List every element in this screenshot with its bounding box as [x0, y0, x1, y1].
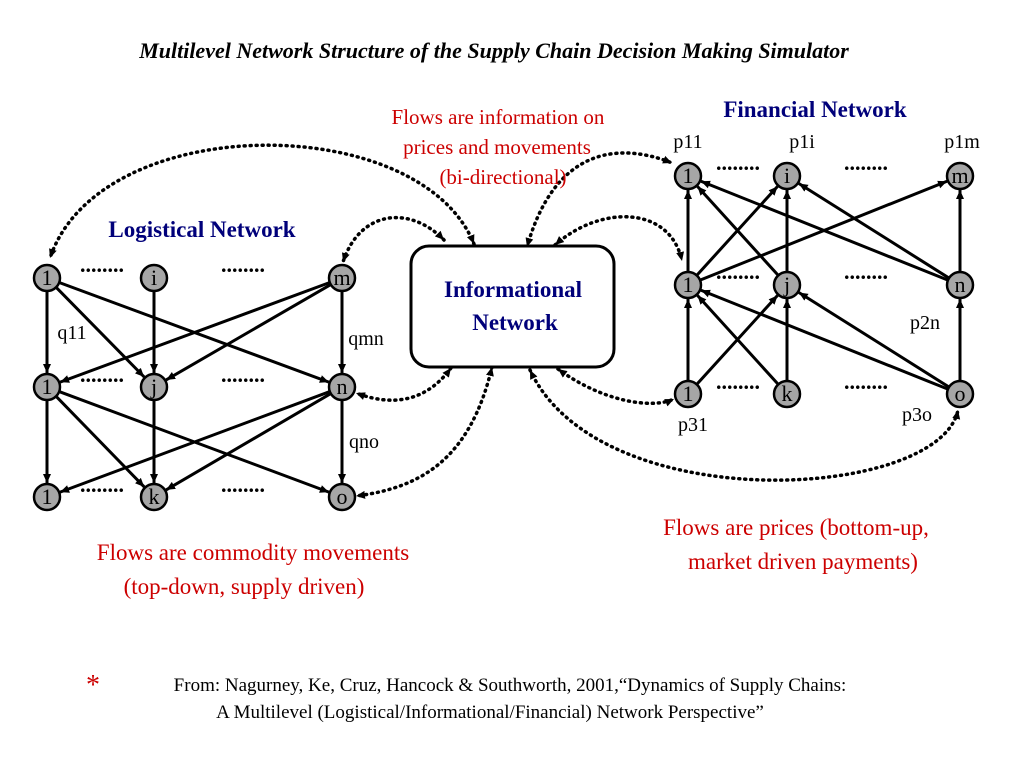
logistical-edge-tm-mj — [165, 283, 332, 382]
logistical-flow-note: (top-down, supply driven) — [124, 574, 365, 599]
logistical-node-label: i — [151, 265, 157, 290]
informational-flow-note: prices and movements — [403, 135, 591, 159]
logistical-edge-t1-mj — [55, 286, 146, 379]
financial-network-edges — [684, 179, 964, 391]
slide-title: Multilevel Network Structure of the Supp… — [138, 38, 849, 63]
financial-node-mn: n — [945, 270, 975, 300]
ellipsis-dots: ........ — [221, 252, 265, 277]
financial-flow-note: market driven payments) — [688, 549, 918, 574]
financial-node-m1: 1 — [673, 270, 703, 300]
diagram-labels: ........................................… — [57, 131, 980, 497]
financial-node-label: n — [955, 272, 966, 297]
financial-node-t1: 1 — [673, 161, 703, 191]
financial-edge-mn-ti — [798, 182, 950, 280]
ellipsis-dots: ........ — [844, 259, 888, 284]
informational-network-box: Informational Network — [409, 244, 616, 369]
financial-node-label: 1 — [683, 381, 694, 406]
logistical-network-edges — [43, 281, 346, 494]
financial-node-ti: i — [772, 161, 802, 191]
financial-node-mj: j — [772, 270, 802, 300]
ellipsis-dots: ........ — [716, 259, 760, 284]
info-link-financial-top — [525, 151, 674, 249]
price-label-p3o: p3o — [902, 404, 932, 426]
price-label-p2n: p2n — [910, 312, 940, 334]
citation-line: A Multilevel (Logistical/Informational/F… — [216, 702, 764, 723]
ellipsis-dots: ........ — [844, 150, 888, 175]
logistical-node-label: m — [333, 265, 350, 290]
financial-node-bo: o — [945, 379, 975, 409]
logistical-node-label: n — [337, 374, 348, 399]
logistical-node-mj: j — [139, 372, 169, 402]
financial-node-bk: k — [772, 379, 802, 409]
logistical-node-b1: 1 — [32, 482, 62, 512]
logistical-network-title: Logistical Network — [108, 217, 295, 242]
logistical-node-mn: n — [327, 372, 357, 402]
ellipsis-dots: ........ — [844, 369, 888, 394]
logistical-node-bo: o — [327, 482, 357, 512]
financial-node-label: m — [951, 163, 968, 188]
financial-node-label: j — [783, 272, 790, 297]
logistical-node-bk: k — [139, 482, 169, 512]
financial-flow-note: Flows are prices (bottom-up, — [663, 515, 929, 540]
financial-node-tm: m — [945, 161, 975, 191]
ellipsis-dots: ........ — [221, 472, 265, 497]
logistical-node-ti: i — [139, 263, 169, 293]
flow-label-qno: qno — [349, 431, 379, 453]
logistical-node-t1: 1 — [32, 263, 62, 293]
network-nodes: 1 i m 1 j n 1 k o 1 i m 1 j n 1 k o — [32, 161, 975, 512]
logistical-flow-note: Flows are commodity movements — [97, 540, 409, 565]
logistical-node-label: j — [150, 374, 157, 399]
logistical-node-label: 1 — [42, 484, 53, 509]
logistical-edge-m1-bk — [54, 395, 146, 489]
flow-label-qmn: qmn — [348, 328, 384, 350]
logistical-edge-tm-m1 — [59, 281, 331, 384]
citation-asterisk: * — [86, 670, 100, 701]
financial-node-label: k — [782, 381, 793, 406]
ellipsis-dots: ........ — [221, 362, 265, 387]
logistical-node-label: 1 — [42, 374, 53, 399]
logistical-node-m1: 1 — [32, 372, 62, 402]
info-link-logistical-top — [48, 143, 476, 260]
financial-node-label: i — [784, 163, 790, 188]
financial-edge-b1-mj — [695, 294, 779, 386]
ellipsis-dots: ........ — [716, 369, 760, 394]
financial-node-label: o — [955, 381, 966, 406]
financial-network-title: Financial Network — [723, 97, 907, 122]
ellipsis-dots: ........ — [716, 150, 760, 175]
info-link-financial-o — [528, 368, 961, 482]
price-label-p11: p11 — [673, 131, 702, 153]
info-link-logistical-o — [354, 365, 494, 499]
logistical-node-tm: m — [327, 263, 357, 293]
price-label-p31: p31 — [678, 414, 708, 436]
financial-node-label: 1 — [683, 163, 694, 188]
logistical-node-label: 1 — [42, 265, 53, 290]
ellipsis-dots: ........ — [80, 472, 124, 497]
ellipsis-dots: ........ — [80, 252, 124, 277]
financial-edge-m1-ti — [695, 185, 779, 277]
informational-dotted-links — [48, 143, 961, 499]
ellipsis-dots: ........ — [80, 362, 124, 387]
price-label-p1i: p1i — [789, 131, 815, 153]
logistical-edge-mn-bk — [165, 392, 332, 492]
financial-edge-m1-tm — [699, 179, 948, 282]
info-link-financial-m — [553, 215, 685, 263]
financial-node-b1: 1 — [673, 379, 703, 409]
info-link-financial-b — [556, 367, 676, 407]
financial-node-label: 1 — [683, 272, 694, 297]
price-label-p1m: p1m — [944, 131, 980, 153]
citation-line: From: Nagurney, Ke, Cruz, Hancock & Sout… — [174, 675, 847, 696]
logistical-edge-mn-b1 — [59, 390, 331, 494]
informational-flow-note: Flows are information on — [392, 105, 605, 129]
informational-network-label: Informational — [444, 277, 582, 302]
informational-network-label: Network — [472, 310, 558, 335]
flow-label-q11: q11 — [57, 322, 86, 344]
informational-flow-note: (bi-directional) — [439, 165, 566, 189]
logistical-node-label: k — [149, 484, 160, 509]
logistical-node-label: o — [337, 484, 348, 509]
info-link-logistical-n — [354, 366, 453, 402]
